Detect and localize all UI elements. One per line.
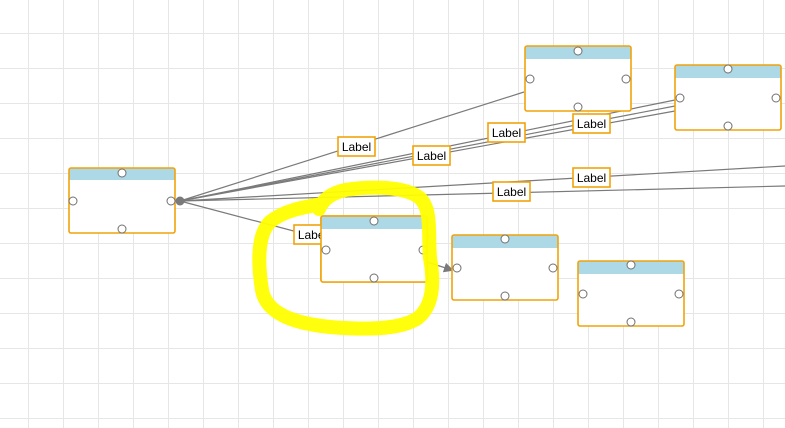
node-source[interactable] xyxy=(68,167,176,234)
port-bottom[interactable] xyxy=(117,224,127,234)
edge-label-text: Label xyxy=(342,140,371,154)
node-lower-right[interactable] xyxy=(577,260,685,327)
port-top[interactable] xyxy=(573,46,583,56)
port-bottom[interactable] xyxy=(500,291,510,301)
edge-label-text: Label xyxy=(298,228,327,242)
node-right[interactable] xyxy=(674,64,782,131)
edge-label[interactable]: Label xyxy=(412,145,451,166)
edge-label-text: Label xyxy=(497,185,526,199)
port-left[interactable] xyxy=(675,93,685,103)
edge-label[interactable]: Label xyxy=(337,136,376,157)
port-bottom[interactable] xyxy=(723,121,733,131)
edge-label-text: Label xyxy=(577,171,606,185)
node-center-overlay xyxy=(320,215,428,283)
port-bottom[interactable] xyxy=(573,102,583,112)
edge-label[interactable]: Label xyxy=(492,181,531,202)
port-top[interactable] xyxy=(117,168,127,178)
highlight-annotation xyxy=(252,180,440,336)
edge-label[interactable]: Label xyxy=(572,113,611,134)
edge-label-text: Label xyxy=(577,117,606,131)
edge-label-text: Label xyxy=(492,126,521,140)
port-bottom[interactable] xyxy=(626,317,636,327)
port-left[interactable] xyxy=(452,263,462,273)
port-right[interactable] xyxy=(166,196,176,206)
port-left[interactable] xyxy=(525,74,535,84)
edge-offscreen-a[interactable] xyxy=(179,165,785,202)
port-top[interactable] xyxy=(500,234,510,244)
edge-label[interactable]: Label xyxy=(487,122,526,143)
port-left[interactable] xyxy=(68,196,78,206)
port-top[interactable] xyxy=(723,64,733,74)
edge-label-text: Label xyxy=(417,149,446,163)
port-top[interactable] xyxy=(626,260,636,270)
node-mid[interactable] xyxy=(451,234,559,301)
edge-source-handle[interactable] xyxy=(175,196,185,206)
edge-offscreen-b[interactable] xyxy=(179,185,785,202)
port-left[interactable] xyxy=(578,289,588,299)
node-top[interactable] xyxy=(524,45,632,112)
port-right[interactable] xyxy=(771,93,781,103)
port-right[interactable] xyxy=(674,289,684,299)
port-right[interactable] xyxy=(548,263,558,273)
port-right[interactable] xyxy=(621,74,631,84)
edge-label[interactable]: Label xyxy=(572,167,611,188)
